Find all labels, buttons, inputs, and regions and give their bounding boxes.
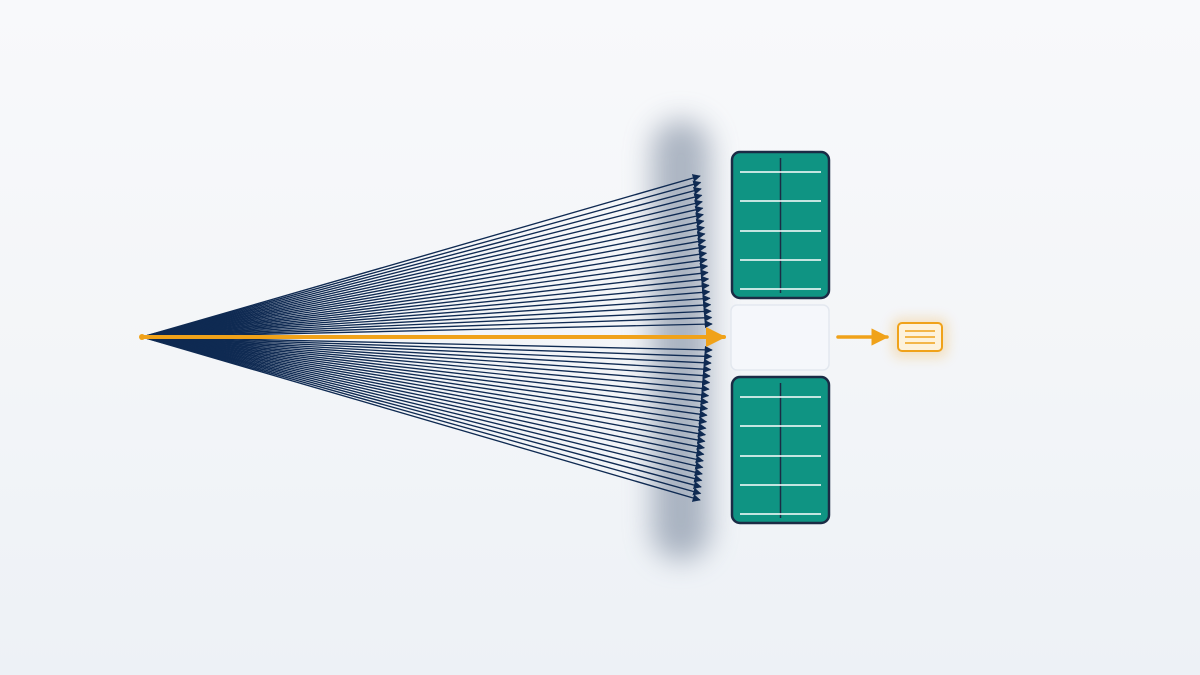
ray-lower [141,336,704,470]
ray-upper [141,218,705,338]
ray-lower [141,336,705,451]
barrier-shadow [652,120,710,560]
ray-lower [141,336,702,489]
ray-upper [141,199,703,338]
ray-upper [141,262,709,338]
ray-lower [141,336,708,425]
ray-upper [141,256,708,338]
ray-lower [141,336,711,387]
document-card-icon [892,318,948,358]
lower-panel [730,375,831,525]
ray-lower [141,336,713,361]
ray-lower [141,336,707,432]
ray-upper [141,193,703,338]
ray-lower [141,336,710,393]
ray-lower [141,336,705,457]
ray-upper [141,288,711,338]
ray-upper [141,307,712,338]
ray-lower [141,336,710,399]
ray-upper [141,294,711,338]
ray-lower [141,336,709,412]
aperture-gap [730,304,830,371]
ray-lower [141,336,712,374]
ray-upper [141,205,704,338]
ray-upper [141,269,709,338]
ray-upper [141,250,708,338]
ray-lower [141,336,701,502]
ray-upper [141,320,713,338]
ray-upper [141,313,713,338]
ray-lower [141,336,706,444]
ray-upper [141,275,710,338]
ray-lower [141,336,713,354]
ray-lower [141,336,712,367]
ray-lower [141,336,711,380]
ray-lower [141,336,703,483]
point-source-icon [139,334,145,340]
ray-upper [141,186,702,338]
ray-lower [141,336,702,496]
ray-lower [141,336,709,406]
ray-upper [141,231,706,338]
ray-upper [141,180,702,338]
ray-fan [141,174,713,502]
ray-lower [141,336,703,477]
ray-upper [141,237,707,338]
ray-lower [141,336,708,419]
ray-upper [141,212,704,338]
ray-lower [141,336,704,464]
ray-upper [141,224,705,338]
ray-upper [141,282,710,338]
ray-upper [141,174,701,338]
ray-upper [141,301,712,338]
ray-upper [141,243,707,338]
ray-lower [141,336,707,438]
upper-panel [730,150,831,300]
